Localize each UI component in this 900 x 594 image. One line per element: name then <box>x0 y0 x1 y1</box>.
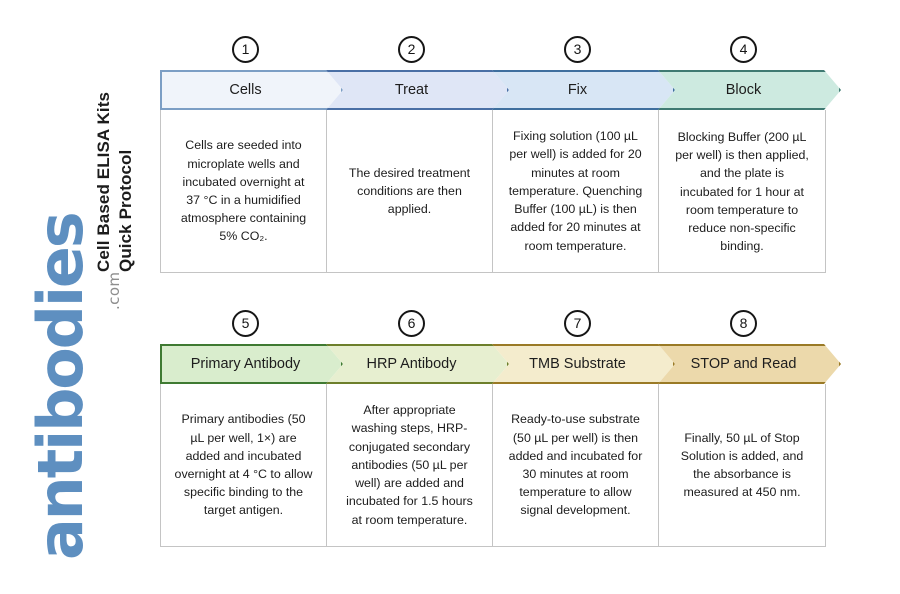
step-description-cell-3: Fixing solution (100 µL per well) is add… <box>493 110 659 272</box>
step-description-cell-2: The desired treatment conditions are the… <box>327 110 493 272</box>
protocol-row-2: 5 6 7 8 Primary Antibody HRP Antibody TM… <box>160 310 826 547</box>
step-description-grid-2: Primary antibodies (50 µL per well, 1×) … <box>160 384 826 547</box>
step-chevron-7[interactable]: TMB Substrate <box>492 344 675 384</box>
step-description-text-8: Finally, 50 µL of Stop Solution is added… <box>680 430 804 500</box>
step-chevron-label-1: Cells <box>229 82 262 98</box>
step-description-text-7: Ready-to-use substrate (50 µL per well) … <box>508 412 643 518</box>
step-description-cell-4: Blocking Buffer (200 µL per well) is the… <box>659 110 825 272</box>
step-chevron-1[interactable]: Cells <box>160 70 343 110</box>
step-chevron-label-3: Fix <box>567 82 588 98</box>
step-chevron-label-6: HRP Antibody <box>366 356 457 372</box>
brand-logo-group: antibodies .com <box>0 0 150 594</box>
step-chevron-6[interactable]: HRP Antibody <box>326 344 509 384</box>
step-badge-strip-1: 1 2 3 4 <box>160 36 826 70</box>
step-description-cell-6: After appropriate washing steps, HRP-con… <box>327 384 493 546</box>
step-chevron-label-5: Primary Antibody <box>190 356 301 372</box>
step-badge-strip-2: 5 6 7 8 <box>160 310 826 344</box>
step-chevron-8[interactable]: STOP and Read <box>658 344 841 384</box>
step-badge-5: 5 <box>232 310 259 337</box>
step-chevron-label-7: TMB Substrate <box>529 356 626 372</box>
step-chevron-2[interactable]: Treat <box>326 70 509 110</box>
step-chevron-label-8: STOP and Read <box>690 356 797 372</box>
step-description-cell-7: Ready-to-use substrate (50 µL per well) … <box>493 384 659 546</box>
brand-tld-label: .com <box>105 271 123 310</box>
step-chevron-5[interactable]: Primary Antibody <box>160 344 343 384</box>
step-description-text-4: Blocking Buffer (200 µL per well) is the… <box>675 130 809 254</box>
step-description-cell-5: Primary antibodies (50 µL per well, 1×) … <box>161 384 327 546</box>
step-badge-8: 8 <box>730 310 757 337</box>
step-badge-7: 7 <box>564 310 591 337</box>
step-chevron-label-2: Treat <box>394 82 429 98</box>
step-description-text-5: Primary antibodies (50 µL per well, 1×) … <box>174 412 313 518</box>
left-rail: Cell Based ELISA Kits Quick Protocol ant… <box>0 0 150 594</box>
step-description-cell-8: Finally, 50 µL of Stop Solution is added… <box>659 384 825 546</box>
step-badge-1: 1 <box>232 36 259 63</box>
step-description-text-3: Fixing solution (100 µL per well) is add… <box>508 129 643 253</box>
step-chevron-4[interactable]: Block <box>658 70 841 110</box>
step-chevron-strip-2: Primary Antibody HRP Antibody TMB Substr… <box>160 344 826 384</box>
step-chevron-strip-1: Cells Treat Fix Block <box>160 70 826 110</box>
step-description-text-1: Cells are seeded into microplate wells a… <box>180 138 307 244</box>
protocol-row-1: 1 2 3 4 Cells Treat Fix Block Cells are … <box>160 36 826 273</box>
step-badge-2: 2 <box>398 36 425 63</box>
step-description-cell-1: Cells are seeded into microplate wells a… <box>161 110 327 272</box>
step-badge-3: 3 <box>564 36 591 63</box>
step-chevron-label-4: Block <box>725 82 762 98</box>
brand-wordmark: antibodies <box>24 213 97 560</box>
step-badge-4: 4 <box>730 36 757 63</box>
step-description-grid-1: Cells are seeded into microplate wells a… <box>160 110 826 273</box>
step-description-text-2: The desired treatment conditions are the… <box>348 165 471 217</box>
step-chevron-3[interactable]: Fix <box>492 70 675 110</box>
step-description-text-6: After appropriate washing steps, HRP-con… <box>346 403 473 527</box>
step-badge-6: 6 <box>398 310 425 337</box>
